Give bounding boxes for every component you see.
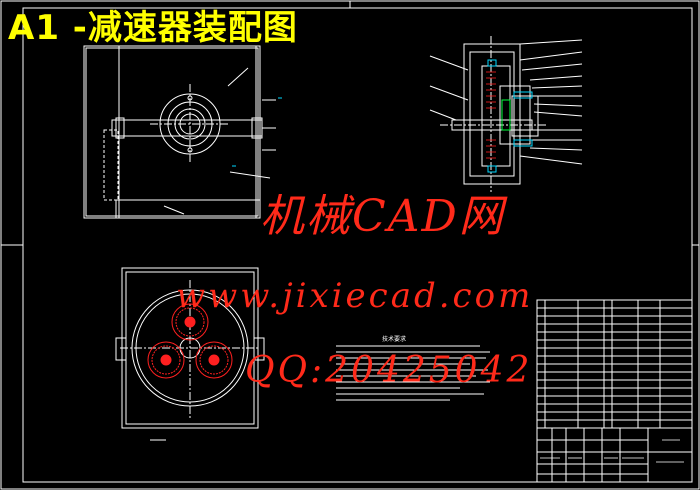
planet-gear-right [195,341,233,379]
drawing-inner-frame [22,7,693,483]
tech-notes-lines [336,345,490,401]
section-view-cyan-parts [487,59,533,173]
planet-gear-left [147,341,185,379]
watermark-contact: QQ:20425042 [245,350,533,391]
tech-notes-title: 技术要求 [382,336,407,343]
title-block [536,427,693,483]
front-view-cyan-marks [232,97,282,167]
planet-gear-top [171,303,209,341]
title-block-text-strokes [540,439,684,463]
section-view-green-parts [501,99,511,131]
front-view [83,45,276,219]
top-view [115,267,265,429]
drawing-title: A1 -减速器装配图 [8,8,298,48]
parts-list-table [536,299,693,429]
watermark-site-name: 机械CAD网 [260,191,505,242]
side-section-view [429,36,583,192]
section-view-hatching [486,71,496,159]
watermark-url: www.jixiecad.com [176,276,534,316]
